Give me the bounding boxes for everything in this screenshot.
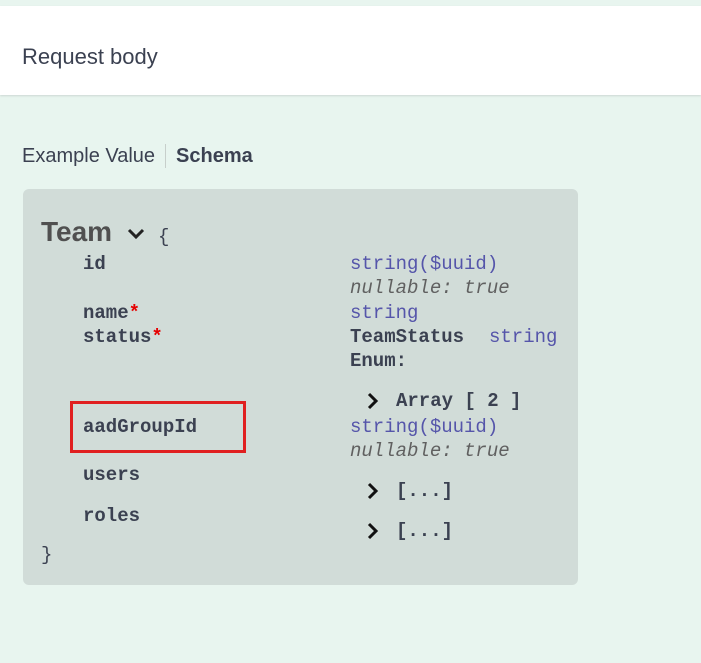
- property-id: id: [83, 253, 106, 275]
- property-status-type-name: TeamStatus: [350, 326, 465, 348]
- property-id-nullable: nullable: true: [350, 277, 510, 299]
- model-open-brace: {: [158, 226, 170, 248]
- chevron-down-icon[interactable]: [126, 226, 146, 242]
- property-roles-value[interactable]: [...]: [396, 520, 454, 542]
- chevron-right-icon[interactable]: [366, 482, 380, 500]
- property-aadgroupid: aadGroupId: [83, 416, 198, 438]
- request-body-header: Request body: [0, 6, 701, 95]
- property-id-type: string($uuid): [350, 253, 498, 275]
- property-aadgroupid-nullable: nullable: true: [350, 440, 510, 462]
- type-format: ($uuid): [418, 253, 499, 275]
- property-name-type: string: [350, 302, 419, 324]
- property-roles: roles: [83, 505, 141, 527]
- model-title[interactable]: Team: [41, 216, 113, 247]
- type-keyword: string: [350, 253, 419, 275]
- property-status: status*: [83, 326, 163, 348]
- chevron-right-icon[interactable]: [366, 392, 380, 410]
- property-status-type: string: [489, 326, 558, 348]
- tab-divider: [165, 144, 167, 168]
- tab-example-value[interactable]: Example Value: [22, 144, 156, 167]
- type-keyword: string: [350, 416, 419, 438]
- required-marker: *: [128, 302, 141, 324]
- property-status-label: status: [83, 326, 152, 348]
- property-status-enum-value[interactable]: Array [ 2 ]: [396, 390, 522, 412]
- property-status-enum-label: Enum:: [350, 350, 408, 372]
- required-marker: *: [151, 326, 163, 348]
- tab-schema[interactable]: Schema: [176, 144, 253, 167]
- schema-tabs: Example Value Schema: [22, 144, 253, 168]
- model-close-brace: }: [41, 544, 53, 566]
- property-users-value[interactable]: [...]: [396, 480, 454, 502]
- property-name: name*: [83, 302, 140, 324]
- property-name-label: name: [83, 302, 129, 324]
- chevron-right-icon[interactable]: [366, 522, 380, 540]
- schema-model-box: [23, 189, 578, 585]
- request-body-title: Request body: [22, 44, 158, 69]
- property-aadgroupid-type: string($uuid): [350, 416, 498, 438]
- property-users: users: [83, 464, 141, 486]
- type-format: ($uuid): [418, 416, 499, 438]
- highlight-annotation-box: [70, 401, 246, 453]
